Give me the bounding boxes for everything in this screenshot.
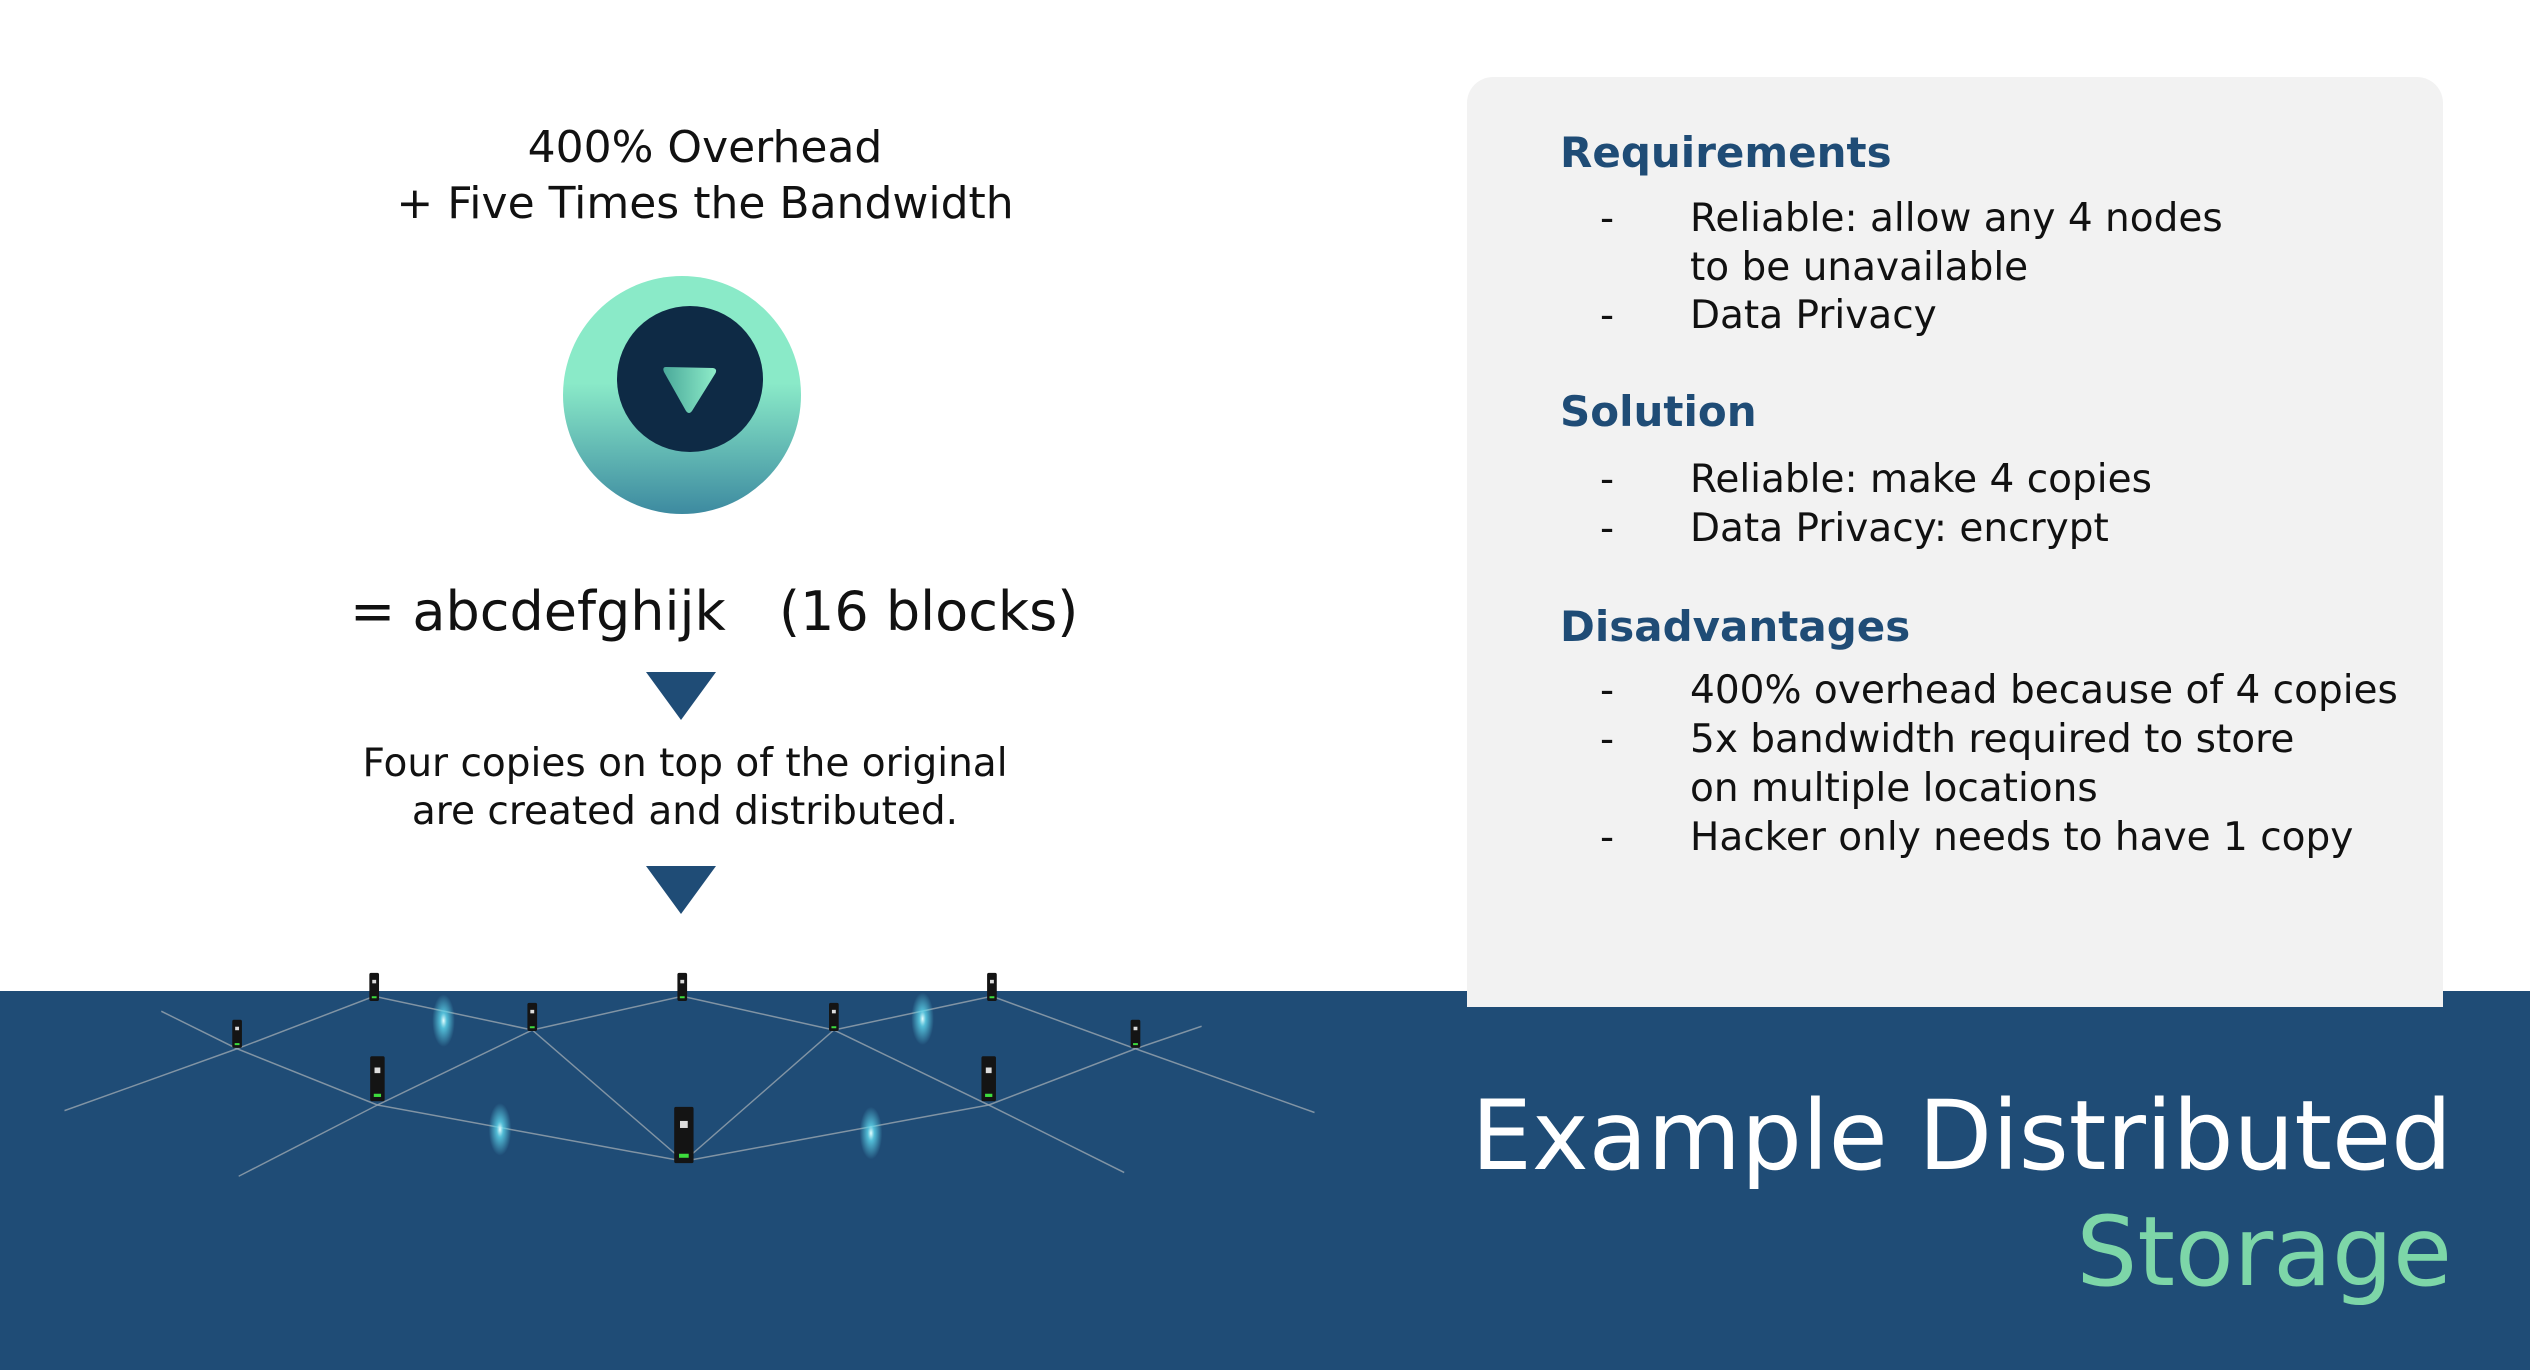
item-text: Data Privacy: encrypt [1690,506,2109,551]
slide-title-accent: Storage [2076,1196,2452,1308]
network-link [988,1104,1125,1174]
network-link [991,995,1136,1050]
heading-requirements: Requirements [1560,128,1892,177]
item-text: Data Privacy [1690,293,1937,338]
header-line-1: 400% Overhead [527,122,883,173]
server-node-icon [981,1056,996,1102]
desc-line-2: are created and distributed. [411,789,959,834]
network-link [1135,1048,1315,1114]
item-text: Hacker only needs to have 1 copy [1690,815,2354,860]
glow-point [859,1106,883,1160]
desc-line-1: Four copies on top of the original [362,741,1008,786]
glow-point [911,992,934,1045]
dash: - [1600,668,1615,713]
blocks-count: (16 blocks) [778,580,1079,643]
triangle-logo-icon [563,276,801,514]
server-node-icon [674,1106,694,1164]
equation-text: = abcdefghijk [350,580,726,643]
network-link [683,1104,989,1162]
info-panel [1467,77,2443,1007]
glow-point [432,994,455,1047]
server-node-icon [677,972,688,1001]
network-link [532,995,683,1031]
network-link [377,1029,533,1106]
network-link [377,1104,684,1162]
slide-title: Example Distributed [1471,1080,2452,1192]
description: Four copies on top of the original are c… [300,740,1070,836]
server-node-icon [829,1002,839,1031]
server-node-icon [232,1019,242,1048]
dash: - [1600,196,1615,241]
network-link [531,1029,685,1162]
dash: - [1600,717,1615,762]
heading-solution: Solution [1560,387,1757,436]
network-link [683,1029,835,1162]
node-network [64,972,1315,1177]
arrow-down-icon [646,866,716,914]
network-link [1135,1025,1202,1050]
network-link [236,995,375,1050]
server-node-icon [987,972,997,1001]
server-node-icon [369,972,380,1001]
server-node-icon [527,1002,538,1031]
server-node-icon [1130,1019,1141,1048]
server-node-icon [370,1056,385,1102]
network-link [236,1048,378,1106]
dash: - [1600,457,1615,502]
network-link [238,1104,378,1177]
network-link [64,1048,238,1112]
dash: - [1600,293,1615,338]
heading-disadvantages: Disadvantages [1560,602,1911,651]
item-text: 400% overhead because of 4 copies [1690,668,2398,713]
item-text: Reliable: make 4 copies [1690,457,2152,502]
network-link [988,1048,1136,1106]
header-line-2: + Five Times the Bandwidth [396,178,1014,229]
network-link [682,995,834,1031]
overhead-heading: 400% Overhead + Five Times the Bandwidth [350,120,1060,232]
arrow-down-icon [646,672,716,720]
dash: - [1600,815,1615,860]
equation: = abcdefghijk (16 blocks) [350,580,1078,643]
network-link [833,1029,989,1106]
dash: - [1600,506,1615,551]
footer-band [0,991,2530,1370]
glow-point [488,1103,512,1156]
network-link [161,1010,238,1050]
